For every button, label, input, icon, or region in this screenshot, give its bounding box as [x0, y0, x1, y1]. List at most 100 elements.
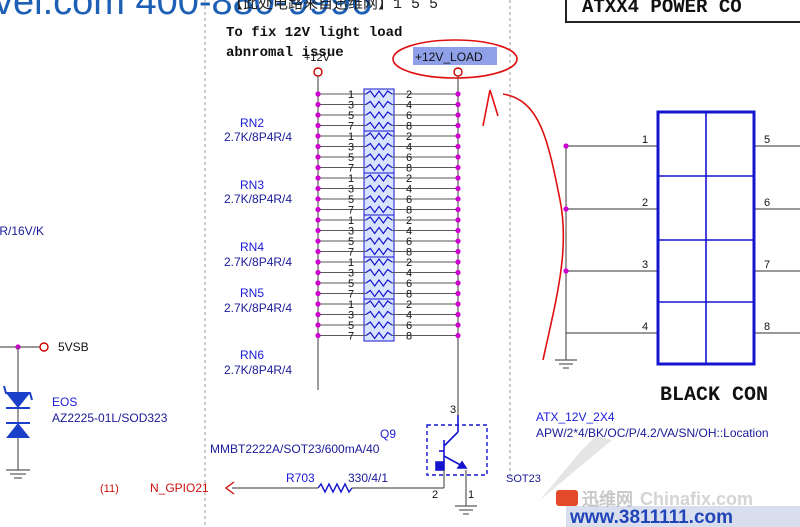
resistor-icon	[365, 331, 393, 340]
rn-package	[363, 256, 395, 300]
watermark-brand-en: Chinafix.com	[640, 489, 753, 509]
rn-pin-left: 5	[348, 278, 354, 290]
rn-package	[363, 298, 395, 342]
rn-pin-left: 3	[348, 142, 354, 154]
q9-name: Q9	[380, 427, 396, 441]
resistor-icon	[365, 257, 393, 267]
rn-pin-right: 4	[406, 142, 412, 154]
atx-title: ATXX4 POWER CO	[582, 0, 742, 18]
node-dot-left	[315, 311, 321, 318]
plus12v-terminal	[313, 67, 323, 77]
note-line1: To fix 12V light load	[226, 25, 402, 41]
watermark-left: vel.com 400-880-9996	[0, 0, 372, 23]
rn-pin-right: 2	[406, 215, 412, 227]
rn-pin-left: 5	[348, 320, 354, 332]
resistor-icon	[365, 236, 393, 246]
r703-value: 330/4/1	[348, 471, 388, 485]
resistor-icon	[365, 184, 393, 193]
connector-pin-left: 4	[642, 321, 648, 333]
resistor-icon	[365, 215, 393, 225]
load-label-highlight	[413, 47, 497, 65]
rn-package	[363, 214, 395, 258]
node-dot-right	[455, 143, 461, 150]
rn-pin-right: 8	[406, 163, 412, 175]
rn-package	[363, 88, 395, 132]
connector-node-dot	[563, 143, 569, 149]
rn-pin-left: 1	[348, 215, 354, 227]
node-dot-right	[455, 154, 461, 160]
left-fragment: /R/16V/K	[0, 224, 44, 238]
node-dot-right	[455, 301, 461, 307]
rn-pin-right: 4	[406, 268, 412, 280]
resistor-icon	[365, 131, 393, 141]
rn-pin-left: 7	[348, 247, 354, 259]
node-dot-left	[315, 143, 321, 150]
node-dot-right	[455, 101, 461, 108]
rn-pin-left: 7	[348, 121, 354, 133]
rn-pin-right: 2	[406, 299, 412, 311]
connector-pin-right: 5	[764, 134, 770, 146]
resistor-icon	[365, 110, 393, 120]
node-dot-right	[455, 238, 461, 244]
resistor-icon	[365, 310, 393, 319]
r703-name: R703	[286, 471, 315, 485]
rn-pin-left: 7	[348, 289, 354, 301]
node-dot-left	[315, 280, 321, 286]
signal-name: N_GPIO21	[150, 481, 209, 495]
connector-color-label: BLACK CON	[660, 384, 768, 407]
resistor-icon	[365, 121, 393, 130]
connector-pin-left: 1	[642, 134, 648, 146]
rn-pin-left: 1	[348, 173, 354, 185]
node-dot-left	[315, 301, 321, 307]
diode-value: AZ2225-01L/SOD323	[52, 411, 168, 425]
node-dot-right	[455, 217, 461, 223]
rn-pin-left: 7	[348, 205, 354, 217]
rn-pin-left: 1	[348, 131, 354, 143]
rn-pin-right: 6	[406, 320, 412, 332]
node-dot-right	[455, 185, 461, 192]
signal-arrow-icon	[224, 481, 235, 495]
rn-pin-left: 5	[348, 152, 354, 164]
node-dot-right	[455, 227, 461, 234]
q9-pin-base: 2	[432, 489, 438, 501]
resistor-icon	[365, 247, 393, 256]
resistor-icon	[365, 320, 393, 330]
rn-pin-right: 6	[406, 194, 412, 206]
node-dot-right	[455, 175, 461, 181]
rn-pin-left: 3	[348, 226, 354, 238]
load-terminal	[453, 67, 463, 77]
watermark-brand: 迅维网	[582, 489, 633, 509]
node-dot-right	[455, 332, 461, 339]
rn-pin-right: 8	[406, 247, 412, 259]
rn-pin-left: 3	[348, 268, 354, 280]
node-dot-right	[455, 112, 461, 118]
ground-symbol-q9	[455, 505, 477, 515]
node-dot-right	[455, 196, 461, 202]
rn3-name: RN3	[240, 178, 264, 192]
rn4-value: 2.7K/8P4R/4	[224, 255, 292, 269]
resistor-icon	[365, 278, 393, 288]
ground-symbol-diode	[6, 469, 30, 479]
node-dot-left	[315, 185, 321, 192]
rn-pin-left: 1	[348, 299, 354, 311]
node-dot-right	[455, 133, 461, 139]
connector-pin-left: 3	[642, 259, 648, 271]
node-dot-left	[315, 227, 321, 234]
node-dot-left	[315, 332, 321, 339]
plus12v-label: +12V	[304, 52, 331, 64]
resistor-icon	[365, 152, 393, 162]
signal-ref: (11)	[100, 483, 119, 495]
rn-pin-right: 2	[406, 173, 412, 185]
node-dot-left	[315, 322, 321, 328]
q9-pin-collector: 3	[450, 404, 456, 416]
rn-pin-right: 4	[406, 184, 412, 196]
q9-value: MMBT2222A/SOT23/600mA/40	[210, 442, 380, 456]
rn-pin-right: 6	[406, 110, 412, 122]
node-dot-left	[315, 91, 321, 97]
rn-package	[363, 130, 395, 174]
annotation-arrow	[482, 89, 565, 361]
r703-resistor-icon	[317, 482, 353, 494]
load-label: +12V_LOAD	[415, 50, 483, 64]
rn-pin-left: 7	[348, 331, 354, 343]
